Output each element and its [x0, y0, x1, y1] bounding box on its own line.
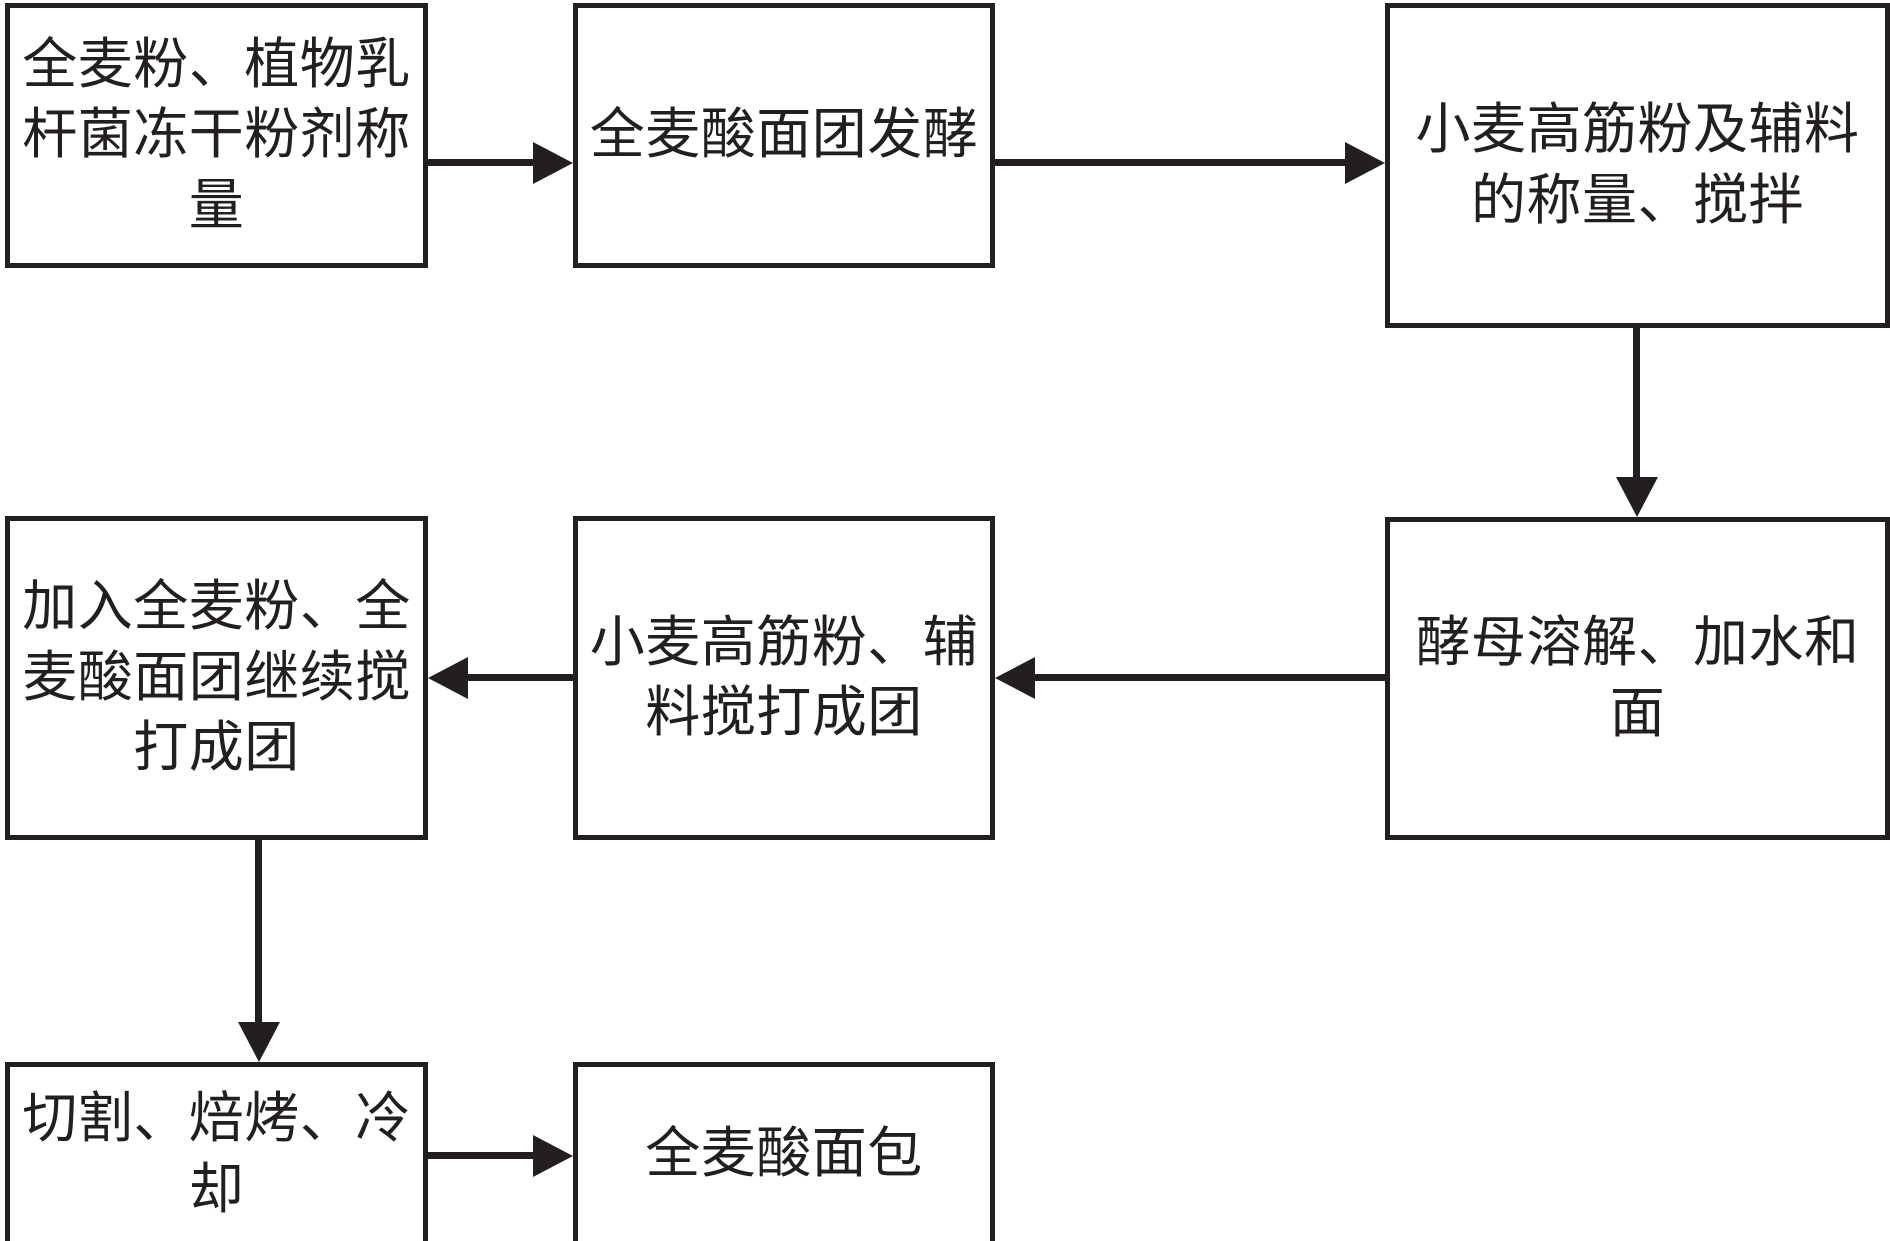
process-node-raw-material-weighing[interactable]: 全麦粉、植物乳杆菌冻干粉剂称量 [5, 3, 428, 268]
process-node-flour-ingredient-kneading[interactable]: 小麦高筋粉、辅料搅打成团 [573, 516, 995, 840]
process-node-flour-ingredient-weighing-mixing[interactable]: 小麦高筋粉及辅料的称量、搅拌 [1385, 3, 1890, 328]
arrow-head-left-icon [428, 657, 468, 699]
node-label: 小麦高筋粉及辅料的称量、搅拌 [1415, 99, 1860, 231]
arrow-head-right-icon [1345, 142, 1385, 184]
arrow-shaft [428, 1152, 536, 1159]
process-node-yeast-dissolve-add-water[interactable]: 酵母溶解、加水和面 [1385, 517, 1890, 840]
arrow-shaft [995, 159, 1348, 166]
node-label: 全麦粉、植物乳杆菌冻干粉剂称量 [22, 33, 411, 236]
arrow-head-down-icon [238, 1022, 280, 1062]
arrow-head-down-icon [1616, 477, 1658, 517]
arrow-head-left-icon [995, 657, 1035, 699]
node-label: 全麦酸面包 [645, 1123, 923, 1185]
arrow-head-right-icon [533, 1135, 573, 1177]
arrow-shaft [255, 840, 262, 1025]
arrow-shaft [465, 674, 573, 681]
arrow-shaft [428, 159, 536, 166]
arrow-node5-to-node6 [428, 657, 573, 699]
arrow-shaft [1032, 674, 1385, 681]
process-node-sourdough-fermentation[interactable]: 全麦酸面团发酵 [573, 3, 995, 268]
node-label: 全麦酸面团发酵 [589, 104, 979, 166]
process-node-final-product-sourdough-bread[interactable]: 全麦酸面包 [573, 1062, 995, 1241]
node-label: 切割、焙烤、冷却 [22, 1088, 411, 1220]
node-label: 加入全麦粉、全麦酸面团继续搅打成团 [22, 576, 411, 779]
node-label: 小麦高筋粉、辅料搅打成团 [589, 611, 979, 743]
arrow-shaft [1633, 328, 1640, 480]
process-node-add-wholewheat-continue-kneading[interactable]: 加入全麦粉、全麦酸面团继续搅打成团 [5, 516, 428, 840]
arrow-node4-to-node5 [995, 657, 1385, 699]
arrow-node6-to-node7 [238, 840, 280, 1062]
arrow-node7-to-node8 [428, 1135, 573, 1177]
process-node-cut-bake-cool[interactable]: 切割、焙烤、冷却 [5, 1062, 428, 1241]
node-label: 酵母溶解、加水和面 [1415, 612, 1860, 744]
arrow-node1-to-node2 [428, 142, 573, 184]
arrow-head-right-icon [533, 142, 573, 184]
arrow-node3-to-node4 [1616, 328, 1658, 517]
arrow-node2-to-node3 [995, 142, 1385, 184]
